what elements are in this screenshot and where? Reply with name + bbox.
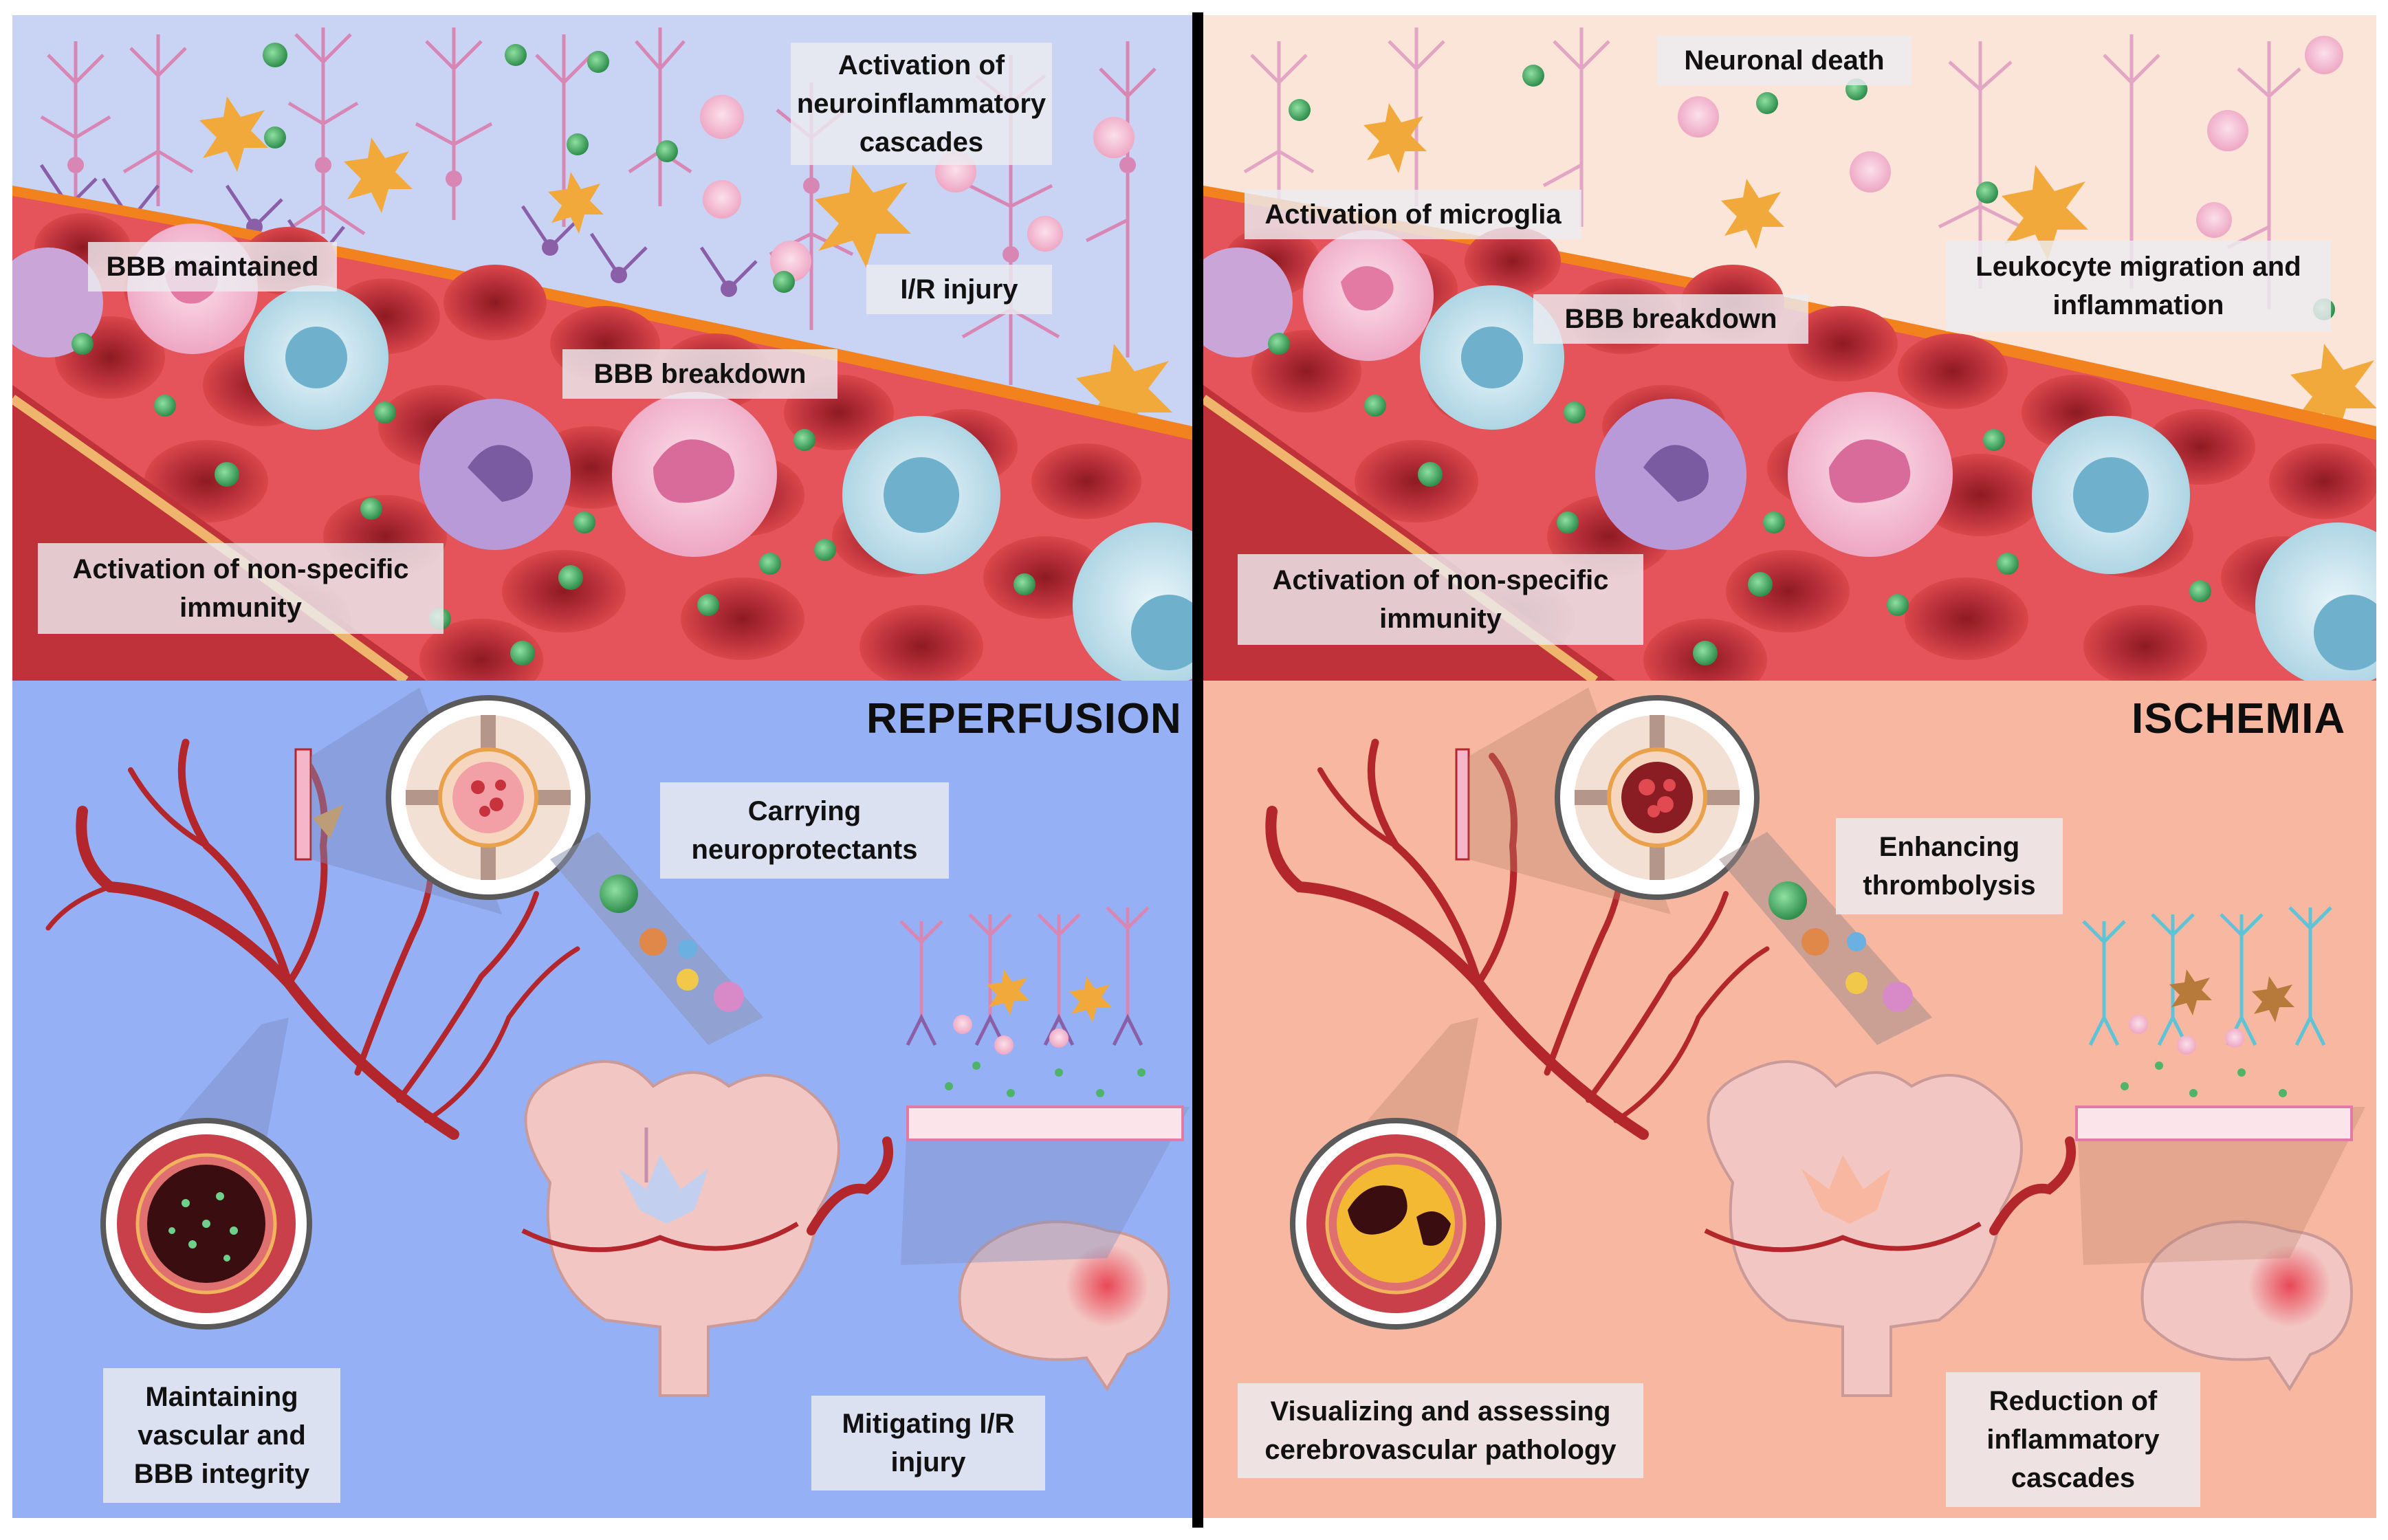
vessel-segment-zoom xyxy=(294,748,312,861)
label-bbb-breakdown-right: BBB breakdown xyxy=(1533,294,1808,344)
neurovascular-unit-right xyxy=(2075,906,2353,1141)
coronal-brain-section-ischemia xyxy=(1704,1060,2023,1397)
label-reduction-inflammatory: Reduction of inflammatory cascades xyxy=(1946,1372,2200,1507)
label-enhancing-thrombolysis: Enhancing thrombolysis xyxy=(1836,818,2063,914)
label-neuronal-death: Neuronal death xyxy=(1657,36,1912,85)
label-bbb-maintained: BBB maintained xyxy=(88,242,337,292)
label-visualizing-pathology: Visualizing and assessing cerebrovascula… xyxy=(1238,1383,1643,1478)
label-nonspecific-immunity-right: Activation of non-specific immunity xyxy=(1238,554,1643,645)
coronal-brain-section xyxy=(521,1060,840,1397)
neurovascular-unit-left xyxy=(899,906,1184,1141)
title-reperfusion: REPERFUSION xyxy=(866,695,1182,742)
label-nonspecific-immunity-left: Activation of non-specific immunity xyxy=(38,543,443,634)
nanoparticle-carriers xyxy=(600,874,744,1012)
panel-divider xyxy=(1192,12,1203,1528)
label-leukocyte-migration: Leukocyte migration and inflammation xyxy=(1946,241,2331,331)
ischemia-vascular-tree xyxy=(1265,738,1770,1140)
lateral-brain-ischemia xyxy=(2140,1220,2354,1392)
nanoparticle-carriers-ischemia xyxy=(1768,881,1913,1012)
label-mitigating-ir-injury: Mitigating I/R injury xyxy=(811,1396,1045,1490)
label-carrying-neuroprotectants: Carrying neuroprotectants xyxy=(660,782,949,879)
label-neuroinflammatory-cascades: Activation of neuroinflammatory cascades xyxy=(791,43,1052,165)
label-maintaining-vascular-integrity: Maintaining vascular and BBB integrity xyxy=(103,1368,340,1503)
label-activation-microglia: Activation of microglia xyxy=(1245,190,1581,239)
label-ir-injury: I/R injury xyxy=(866,265,1052,314)
title-ischemia: ISCHEMIA xyxy=(2132,695,2346,742)
label-bbb-breakdown-left: BBB breakdown xyxy=(562,349,837,399)
lateral-brain xyxy=(958,1220,1171,1392)
